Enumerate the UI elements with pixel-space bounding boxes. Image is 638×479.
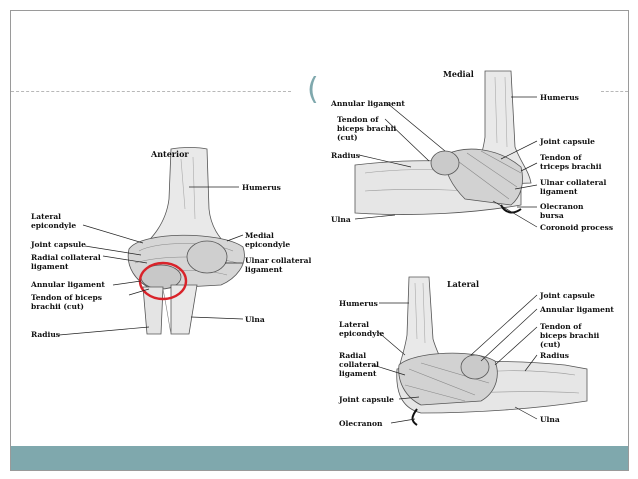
label-annular-ligament: Annular ligament <box>539 305 614 314</box>
medial-title: Medial <box>443 69 474 79</box>
slide: ( Anterior <box>10 10 629 471</box>
lateral-elbow-figure: Lateral Humerus Lateral epicondyle Radia… <box>338 276 614 428</box>
label-coronoid-process: Coronoid process <box>540 223 613 232</box>
label-radius: Radius <box>31 330 60 339</box>
label-annular-ligament: Annular ligament <box>330 99 405 108</box>
label-ulnar-collateral-2: ligament <box>245 265 283 274</box>
lateral-title: Lateral <box>447 279 479 289</box>
label-tendon-triceps-2: triceps brachii <box>540 162 602 171</box>
label-annular-ligament: Annular ligament <box>30 280 105 289</box>
label-ulna: Ulna <box>540 415 560 424</box>
medial-illustration <box>354 70 532 215</box>
label-tendon-biceps: Tendon of biceps <box>31 293 102 302</box>
footer-band <box>11 446 628 470</box>
label-olecranon-bursa-2: bursa <box>540 211 564 220</box>
label-lateral-epicondyle-2: epicondyle <box>339 329 384 338</box>
label-tendon-biceps-2: biceps brachii <box>540 331 599 340</box>
label-medial-epicondyle-2: epicondyle <box>245 240 290 249</box>
label-lateral-epicondyle-2: epicondyle <box>31 221 76 230</box>
label-olecranon-bursa: Olecranon <box>540 202 584 211</box>
label-medial-epicondyle: Medial <box>245 231 274 240</box>
label-radial-collateral-2: collateral <box>339 360 379 369</box>
label-tendon-biceps: Tendon of <box>540 322 582 331</box>
lateral-illustration <box>396 276 588 426</box>
label-radial-collateral: Radial collateral <box>31 253 101 262</box>
label-lateral-epicondyle: Lateral <box>31 212 61 221</box>
label-radius: Radius <box>331 151 360 160</box>
label-joint-capsule: Joint capsule <box>539 137 595 146</box>
label-lateral-epicondyle: Lateral <box>339 320 369 329</box>
label-ulnar-collateral-2: ligament <box>540 187 578 196</box>
label-ulna: Ulna <box>331 215 351 224</box>
medial-elbow-figure: Medial Annular ligament Tendon of biceps… <box>330 69 613 232</box>
label-tendon-biceps-2: biceps brachii <box>337 124 396 133</box>
label-humerus: Humerus <box>242 183 281 192</box>
label-radial-collateral-2: ligament <box>31 262 69 271</box>
label-radius: Radius <box>540 351 569 360</box>
anterior-title: Anterior <box>150 149 189 159</box>
label-joint-capsule: Joint capsule <box>30 240 86 249</box>
label-olecranon: Olecranon <box>339 419 383 428</box>
label-ulna: Ulna <box>245 315 265 324</box>
dashed-rule-right <box>601 91 628 92</box>
anterior-illustration <box>127 147 245 335</box>
label-tendon-biceps-2: brachii (cut) <box>31 302 84 311</box>
label-joint-capsule-right: Joint capsule <box>539 291 595 300</box>
label-tendon-biceps: Tendon of <box>337 115 379 124</box>
label-tendon-triceps: Tendon of <box>540 153 582 162</box>
label-ulnar-collateral: Ulnar collateral <box>540 178 606 187</box>
label-radial-collateral-3: ligament <box>339 369 377 378</box>
label-joint-capsule-left: Joint capsule <box>338 395 394 404</box>
label-tendon-biceps-3: (cut) <box>540 340 561 349</box>
label-ulnar-collateral: Ulnar collateral <box>245 256 311 265</box>
dashed-rule-left <box>11 91 291 92</box>
label-humerus: Humerus <box>540 93 579 102</box>
title-placeholder-bracket: ( <box>307 72 319 107</box>
label-humerus: Humerus <box>339 299 378 308</box>
label-tendon-biceps-3: (cut) <box>337 133 358 142</box>
anterior-elbow-figure: Anterior Humerus Lateral epicondyle Join… <box>30 147 311 339</box>
label-radial-collateral: Radial <box>339 351 366 360</box>
